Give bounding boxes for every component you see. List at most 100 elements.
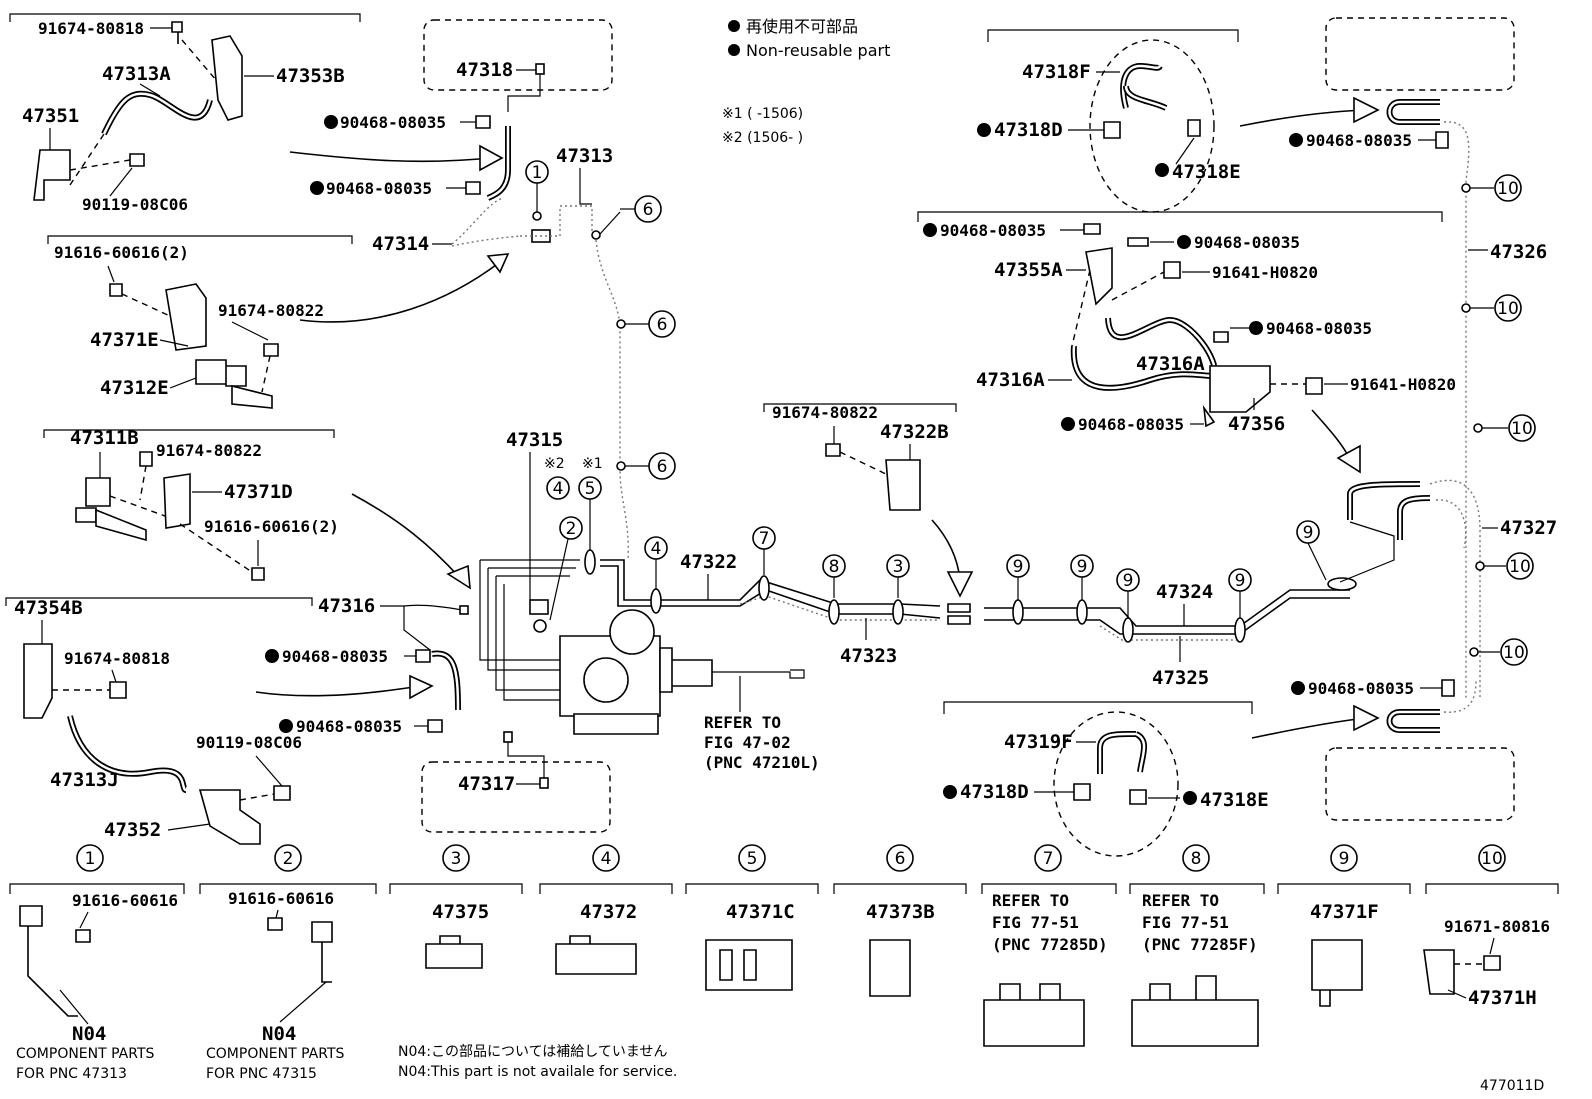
group-bracket bbox=[943, 701, 1253, 714]
c1-n04: N04 bbox=[72, 1023, 106, 1045]
bullet-icon bbox=[977, 123, 991, 137]
callout-num: 10 bbox=[1481, 849, 1503, 869]
c1-desc-2: FOR PNC 47313 bbox=[16, 1066, 127, 1082]
arrow-head-icon bbox=[446, 564, 471, 590]
legend-note-1: ※1 ( -1506) bbox=[722, 106, 803, 122]
label-47317: 47317 bbox=[458, 773, 515, 795]
label-91641-H0820: 91641-H0820 bbox=[1212, 263, 1318, 282]
group-bracket bbox=[685, 883, 819, 894]
callout-num: 2 bbox=[566, 519, 577, 539]
label-47371E: 47371E bbox=[90, 329, 159, 351]
arrow-line bbox=[255, 685, 421, 697]
label-47318D: 47318D bbox=[960, 781, 1029, 803]
arrow-head-icon bbox=[1336, 444, 1361, 474]
c6-part-number: 47373B bbox=[866, 901, 935, 923]
callout-num: 9 bbox=[1013, 557, 1024, 577]
refer-pnc-label: (PNC 47210L) bbox=[704, 753, 820, 772]
bracket-icon bbox=[165, 283, 207, 351]
c4-part-number: 47372 bbox=[580, 901, 637, 923]
bullet-icon bbox=[1061, 417, 1075, 431]
dashed-circle bbox=[1089, 39, 1215, 213]
callout-circle-10 bbox=[1478, 844, 1506, 872]
clip-block-icon bbox=[869, 939, 911, 997]
main-brake-lines: 4 47322 7 8 3 47323 9 9 9 9 bbox=[600, 520, 1357, 689]
label-91674-80822: 91674-80822 bbox=[772, 403, 878, 422]
group-47311B: 47311B 91674-80822 47371D 91616-60616(2) bbox=[43, 427, 471, 590]
callout-num: 10 bbox=[1509, 557, 1531, 577]
callout-num: 9 bbox=[1077, 557, 1088, 577]
label-90468-08035: 90468-08035 bbox=[1308, 679, 1414, 698]
bolt-icon bbox=[139, 451, 153, 467]
footer-note-en: N04:This part is not availale for servic… bbox=[398, 1064, 677, 1080]
bullet-icon bbox=[923, 223, 937, 237]
label-47316A: 47316A bbox=[1136, 353, 1205, 375]
arrow-line bbox=[931, 519, 961, 581]
label-47371D: 47371D bbox=[224, 481, 293, 503]
label-47312E: 47312E bbox=[100, 377, 169, 399]
group-bracket bbox=[981, 883, 1117, 894]
legend-non-reusable-en: Non-reusable part bbox=[746, 41, 890, 60]
callout-num: 7 bbox=[1043, 849, 1054, 869]
group-bracket bbox=[1425, 883, 1559, 894]
label-90468-08035: 90468-08035 bbox=[326, 179, 432, 198]
footer-note-ja: N04:この部品については補給していません bbox=[398, 1044, 667, 1060]
bolt-icon bbox=[109, 283, 123, 297]
brake-pipe-icon bbox=[101, 90, 213, 136]
brake-hose-icon bbox=[431, 650, 461, 711]
bullet-icon bbox=[324, 115, 338, 129]
label-47322: 47322 bbox=[680, 551, 737, 573]
label-47322B: 47322B bbox=[880, 421, 949, 443]
footer: N04:この部品については補給していません N04:This part is n… bbox=[398, 1044, 1544, 1094]
c8-refer-3: (PNC 77285F) bbox=[1142, 935, 1258, 954]
bolt-icon bbox=[825, 443, 841, 457]
label-91641-H0820: 91641-H0820 bbox=[1350, 375, 1456, 394]
group-47327: 47327 10 10 bbox=[1339, 479, 1557, 700]
arrow-line bbox=[299, 261, 501, 323]
label-47319F: 47319F bbox=[1004, 731, 1073, 753]
label-91674-80822: 91674-80822 bbox=[156, 441, 262, 460]
bullet-icon bbox=[1155, 163, 1169, 177]
label-47318F: 47318F bbox=[1022, 61, 1091, 83]
bolt-icon bbox=[1073, 783, 1091, 801]
callout-num: 2 bbox=[283, 849, 294, 869]
group-bracket bbox=[763, 403, 957, 412]
arrow-head-icon bbox=[486, 253, 510, 274]
label-47326: 47326 bbox=[1490, 241, 1547, 263]
c7-refer-1: REFER TO bbox=[992, 891, 1069, 910]
clip-icon bbox=[1202, 405, 1216, 428]
c8-refer-2: FIG 77-51 bbox=[1142, 913, 1229, 932]
callout-circle-2 bbox=[274, 844, 302, 872]
callout-circle-6 bbox=[648, 452, 676, 480]
label-47354B: 47354B bbox=[14, 597, 83, 619]
label-47315: 47315 bbox=[506, 429, 563, 451]
bolt-icon bbox=[109, 681, 127, 699]
brake-hose-icon bbox=[1397, 495, 1431, 540]
bolt-icon bbox=[171, 21, 183, 44]
callout-circle-7 bbox=[1034, 844, 1062, 872]
callout-circle-2 bbox=[559, 516, 583, 540]
bracket-icon bbox=[1423, 949, 1455, 995]
refer-to-label: REFER TO bbox=[704, 713, 781, 732]
group-bracket bbox=[5, 597, 313, 606]
c2-desc-2: FOR PNC 47315 bbox=[206, 1066, 317, 1082]
callout-num: 8 bbox=[1191, 849, 1202, 869]
dashed-box bbox=[1325, 17, 1515, 91]
callout-circle-10 bbox=[1494, 294, 1522, 322]
dashed-box bbox=[423, 19, 613, 91]
label-47324: 47324 bbox=[1156, 581, 1213, 603]
group-bracket bbox=[917, 211, 1443, 222]
clip-icon bbox=[1187, 119, 1201, 137]
clip-block-icon bbox=[1311, 939, 1363, 1007]
dashed-box bbox=[1325, 747, 1515, 821]
label-47316A: 47316A bbox=[976, 369, 1045, 391]
bullet-icon bbox=[1289, 133, 1303, 147]
brake-hose-icon bbox=[1097, 730, 1137, 774]
group-bracket bbox=[47, 235, 353, 244]
clip-icon bbox=[427, 719, 443, 733]
bullet-icon bbox=[1249, 321, 1263, 335]
label-47356: 47356 bbox=[1228, 413, 1285, 435]
callout-num: 6 bbox=[657, 457, 668, 477]
group-bracket bbox=[539, 883, 673, 894]
bolt-icon bbox=[273, 785, 291, 801]
clip-block-icon bbox=[555, 935, 637, 975]
